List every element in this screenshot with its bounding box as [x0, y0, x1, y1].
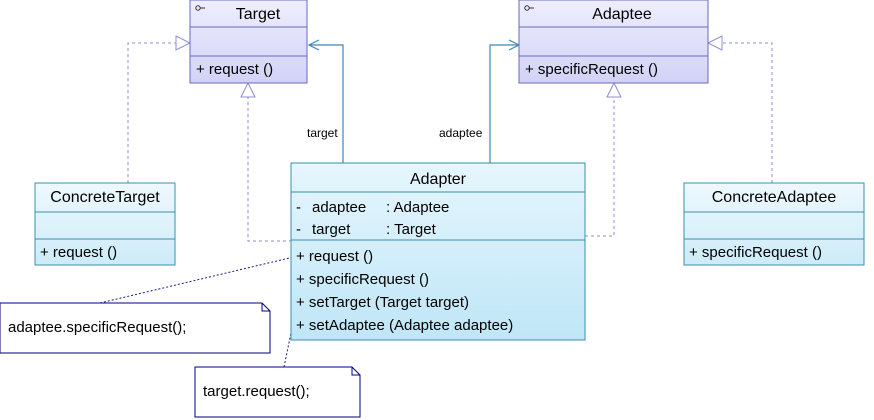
concrete-adaptee-realization: [706, 35, 773, 183]
adapter-operation: + setAdaptee (Adaptee adaptee): [296, 317, 513, 334]
concrete-target-operation: + request (): [40, 244, 117, 261]
concrete-adaptee-operation: + specificRequest (): [689, 244, 822, 261]
adapter-class[interactable]: Adapter - adaptee : Adaptee - target : T…: [290, 162, 586, 341]
interface-icon: [195, 5, 205, 11]
adaptee-association: adaptee: [439, 39, 521, 163]
target-operation: + request (): [196, 61, 273, 78]
concrete-adaptee-class[interactable]: ConcreteAdaptee + specificRequest (): [683, 182, 865, 266]
concrete-target-realization: [127, 35, 192, 183]
concrete-adaptee-class-name: ConcreteAdaptee: [712, 189, 837, 206]
note-adaptee-text: adaptee.specificRequest();: [8, 319, 186, 336]
note-anchor-target: [283, 288, 301, 368]
attribute-name: adaptee: [312, 199, 366, 216]
adaptee-interface[interactable]: Adaptee + specificRequest (): [518, 0, 709, 84]
attribute-type: : Target: [386, 221, 437, 238]
adapter-attribute: - target : Target: [296, 221, 437, 238]
note-target-call[interactable]: target.request();: [194, 366, 361, 418]
note-target-text: target.request();: [203, 383, 310, 400]
adapter-operation: + setTarget (Target target): [296, 294, 469, 311]
concrete-target-class-name: ConcreteTarget: [50, 189, 160, 206]
adapter-operation: + request (): [296, 248, 373, 265]
adapter-attribute: - adaptee : Adaptee: [296, 199, 449, 216]
adaptee-class-name: Adaptee: [592, 6, 652, 23]
adapter-class-name: Adapter: [410, 171, 467, 188]
target-association: target: [307, 39, 344, 163]
interface-icon: [524, 5, 534, 11]
target-class-name: Target: [236, 6, 281, 23]
adapter-target-realization: [240, 81, 292, 242]
note-adaptee-call[interactable]: adaptee.specificRequest();: [0, 302, 271, 354]
attribute-visibility: -: [296, 199, 301, 216]
adapter-adaptee-realization: [585, 81, 622, 237]
adapter-operation: + specificRequest (): [296, 271, 429, 288]
target-association-label: target: [307, 126, 338, 140]
attribute-visibility: -: [296, 221, 301, 238]
note-anchor-adaptee: [99, 254, 303, 304]
concrete-target-class[interactable]: ConcreteTarget + request (): [34, 182, 176, 266]
adaptee-operation: + specificRequest (): [525, 61, 658, 78]
attribute-type: : Adaptee: [386, 199, 449, 216]
target-interface[interactable]: Target + request (): [189, 0, 308, 84]
adaptee-association-label: adaptee: [439, 126, 483, 140]
attribute-name: target: [312, 221, 351, 238]
